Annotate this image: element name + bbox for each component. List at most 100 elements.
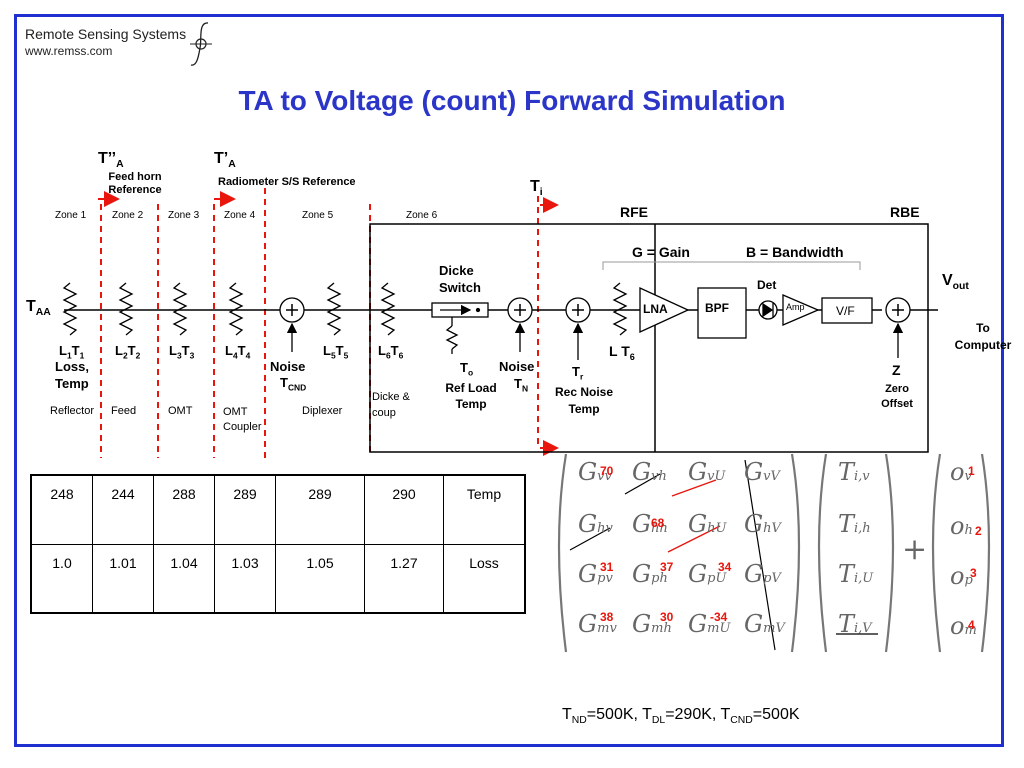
table-cell: 289 [275, 474, 365, 545]
annot-o1: 1 [968, 464, 975, 478]
vf-label: V/F [836, 304, 855, 318]
loss-label-3: L3T3 [169, 343, 195, 361]
g-hv: Ghv [578, 510, 613, 538]
summing-junctions [279, 297, 911, 323]
g-mu: GmU [688, 610, 731, 638]
annot-o2: 2 [975, 524, 982, 538]
annot-70: 70 [600, 464, 614, 478]
zone-5: Zone 5 [302, 210, 334, 221]
table-cell: Loss [443, 543, 526, 614]
zone-4: Zone 4 [224, 210, 256, 221]
dicke-switch-label: Dicke Switch [439, 263, 481, 295]
logo-integral-icon [190, 22, 212, 66]
table-cell: 1.05 [275, 543, 365, 614]
amp-label: Amp [786, 302, 805, 312]
annot-68: 68 [651, 516, 665, 530]
table-cell: 1.01 [92, 543, 154, 614]
det-label: Det [757, 278, 777, 292]
g-mv: Gmv [578, 610, 617, 638]
receiver-box [369, 223, 929, 453]
annot-38: 38 [600, 610, 614, 624]
tn-label: TN [514, 376, 529, 394]
o-v: ov [950, 458, 972, 486]
logo-url: www.remss.com [25, 44, 113, 58]
comp-reflector: Reflector [50, 405, 95, 417]
strike-lines [569, 459, 878, 651]
zone-2: Zone 2 [112, 210, 144, 221]
annot-37: 37 [660, 560, 674, 574]
tcnd-label: TCND [280, 375, 307, 393]
zone-1: Zone 1 [55, 210, 87, 221]
comp-feed: Feed [111, 405, 137, 417]
g-hV: GhV [744, 510, 781, 538]
o-p: op [950, 562, 973, 590]
zone-3: Zone 3 [168, 210, 200, 221]
g-mV: GmV [744, 610, 785, 638]
ref-load-temp-label: Ref Load Temp [445, 381, 497, 411]
t-iV: Ti,V [838, 610, 872, 638]
table-cell: 1.0 [30, 543, 93, 614]
annot-neg34: -34 [710, 610, 728, 624]
loss-label-1: L1T1 [59, 343, 85, 361]
to-computer-label: To Computer [954, 321, 1012, 352]
bpf-label: BPF [705, 301, 729, 315]
to-label: To [460, 360, 474, 378]
loss-label-6: L6T6 [378, 343, 404, 361]
plus-sign: + [902, 532, 928, 567]
t-iu: Ti,U [838, 560, 874, 588]
comp-omt: OMT [168, 405, 193, 417]
g-vh: Gvh [632, 458, 667, 486]
gain-brace [602, 261, 861, 270]
signal-chain-diagram [62, 188, 938, 458]
table-cell: Temp [443, 474, 526, 545]
injection-arrows [286, 322, 904, 360]
taa-label: TAA [26, 298, 51, 319]
table-cell: 290 [364, 474, 444, 545]
lna-symbol [639, 286, 690, 334]
tr-label: Tr [572, 364, 584, 382]
bandwidth-label: B = Bandwidth [746, 244, 844, 260]
g-vV: GvV [744, 458, 780, 486]
gain-label: G = Gain [632, 244, 690, 260]
page-title: TA to Voltage (count) Forward Simulation [238, 85, 786, 116]
annot-34: 34 [718, 560, 732, 574]
z-label: Z [892, 362, 901, 378]
red-strike-lines [667, 479, 721, 553]
zone-6: Zone 6 [406, 210, 438, 221]
amp-symbol [782, 294, 820, 326]
rfe-label: RFE [620, 204, 648, 220]
t-ih: Ti,h [838, 510, 871, 538]
lna-label: LNA [643, 302, 668, 316]
resistors [62, 282, 628, 336]
loss-temp-label: Loss, Temp [55, 359, 89, 391]
o-h: oh [950, 512, 973, 540]
g-vv: Gvv [578, 458, 612, 486]
g-hu: GhU [688, 510, 727, 538]
temp-loss-table: 248 244 288 289 289 290 Temp 1.0 1.01 1.… [30, 474, 526, 614]
lt6-label: L T6 [609, 343, 635, 362]
g-pv: Gpv [578, 560, 613, 588]
tpp-label: T’’A [98, 150, 124, 171]
loss-label-4: L4T4 [225, 343, 251, 361]
comp-diplexer: Diplexer [302, 405, 343, 417]
table-cell: 1.04 [153, 543, 215, 614]
bpf-box [697, 287, 747, 339]
slide-border [14, 14, 1004, 747]
g-hh: Ghh [632, 510, 668, 538]
vf-box [821, 297, 873, 324]
vout-label: Vout [942, 272, 969, 293]
feed-ref-label: Feed horn Reference [108, 171, 162, 196]
table-cell: 1.03 [214, 543, 276, 614]
o-m: om [950, 612, 977, 640]
annot-o4: 4 [968, 618, 975, 632]
t-iv: Ti,v [838, 458, 870, 486]
logo-name: Remote Sensing Systems [25, 26, 187, 42]
zone-dividers [100, 188, 539, 458]
matrix-brackets [557, 453, 991, 653]
zero-offset-label: Zero Offset [881, 383, 913, 410]
comp-dicke-coup: Dicke & coup [372, 391, 410, 419]
comp-omt-coupler: OMT Coupler [223, 406, 262, 433]
loss-label-5: L5T5 [323, 343, 349, 361]
detector-diode-icon [758, 300, 778, 320]
ti-label: Ti [530, 178, 543, 199]
